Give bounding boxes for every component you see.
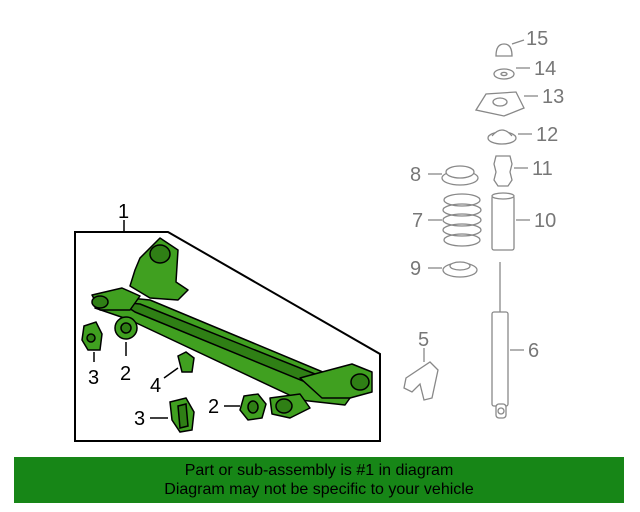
callout-3-upper: 3 xyxy=(88,367,99,389)
callout-5: 5 xyxy=(418,329,429,351)
mount-cushion-part-12[interactable] xyxy=(487,129,517,145)
bracket-part-5[interactable] xyxy=(403,361,439,401)
info-banner: Part or sub-assembly is #1 in diagram Di… xyxy=(14,457,624,503)
banner-line-2: Diagram may not be specific to your vehi… xyxy=(164,481,474,498)
spring-seat-part-9[interactable] xyxy=(442,261,478,278)
callout-9: 9 xyxy=(410,258,421,280)
callout-4: 4 xyxy=(150,375,161,397)
callout-11: 11 xyxy=(532,158,553,180)
callout-15: 15 xyxy=(526,28,548,50)
bracket-part-3-upper[interactable] xyxy=(81,321,103,351)
callout-7: 7 xyxy=(412,210,423,232)
callout-1: 1 xyxy=(118,201,129,223)
callout-2-lower: 2 xyxy=(208,396,219,418)
leader-4 xyxy=(163,367,179,379)
spring-seat-part-8[interactable] xyxy=(441,165,479,186)
bump-stop-part-4[interactable] xyxy=(177,351,195,373)
callout-14: 14 xyxy=(534,58,556,80)
callout-2-upper: 2 xyxy=(120,363,131,385)
leader-15 xyxy=(511,39,525,45)
callout-8: 8 xyxy=(410,164,421,186)
rear-axle-beam[interactable] xyxy=(91,237,373,419)
washer-part-14[interactable] xyxy=(493,68,515,80)
callout-6: 6 xyxy=(528,340,539,362)
callout-3-lower: 3 xyxy=(134,408,145,430)
bushing-part-2-upper[interactable] xyxy=(114,316,138,340)
bushing-part-2-lower[interactable] xyxy=(239,393,267,421)
shock-absorber-part-6[interactable] xyxy=(491,262,509,419)
callout-13: 13 xyxy=(542,86,564,108)
banner-line-1: Part or sub-assembly is #1 in diagram xyxy=(184,462,454,479)
coil-spring-part-7[interactable] xyxy=(442,193,482,247)
assembly-outline xyxy=(74,231,381,442)
cap-part-15[interactable] xyxy=(495,43,513,57)
callout-10: 10 xyxy=(534,210,556,232)
callout-12: 12 xyxy=(536,124,558,146)
upper-mount-part-13[interactable] xyxy=(474,91,525,117)
parts-diagram: 1 3 2 4 3 xyxy=(74,28,564,442)
dust-boot-part-10[interactable] xyxy=(491,192,515,251)
bump-stopper-part-11[interactable] xyxy=(493,155,513,187)
bracket-part-3-lower[interactable] xyxy=(169,397,195,433)
